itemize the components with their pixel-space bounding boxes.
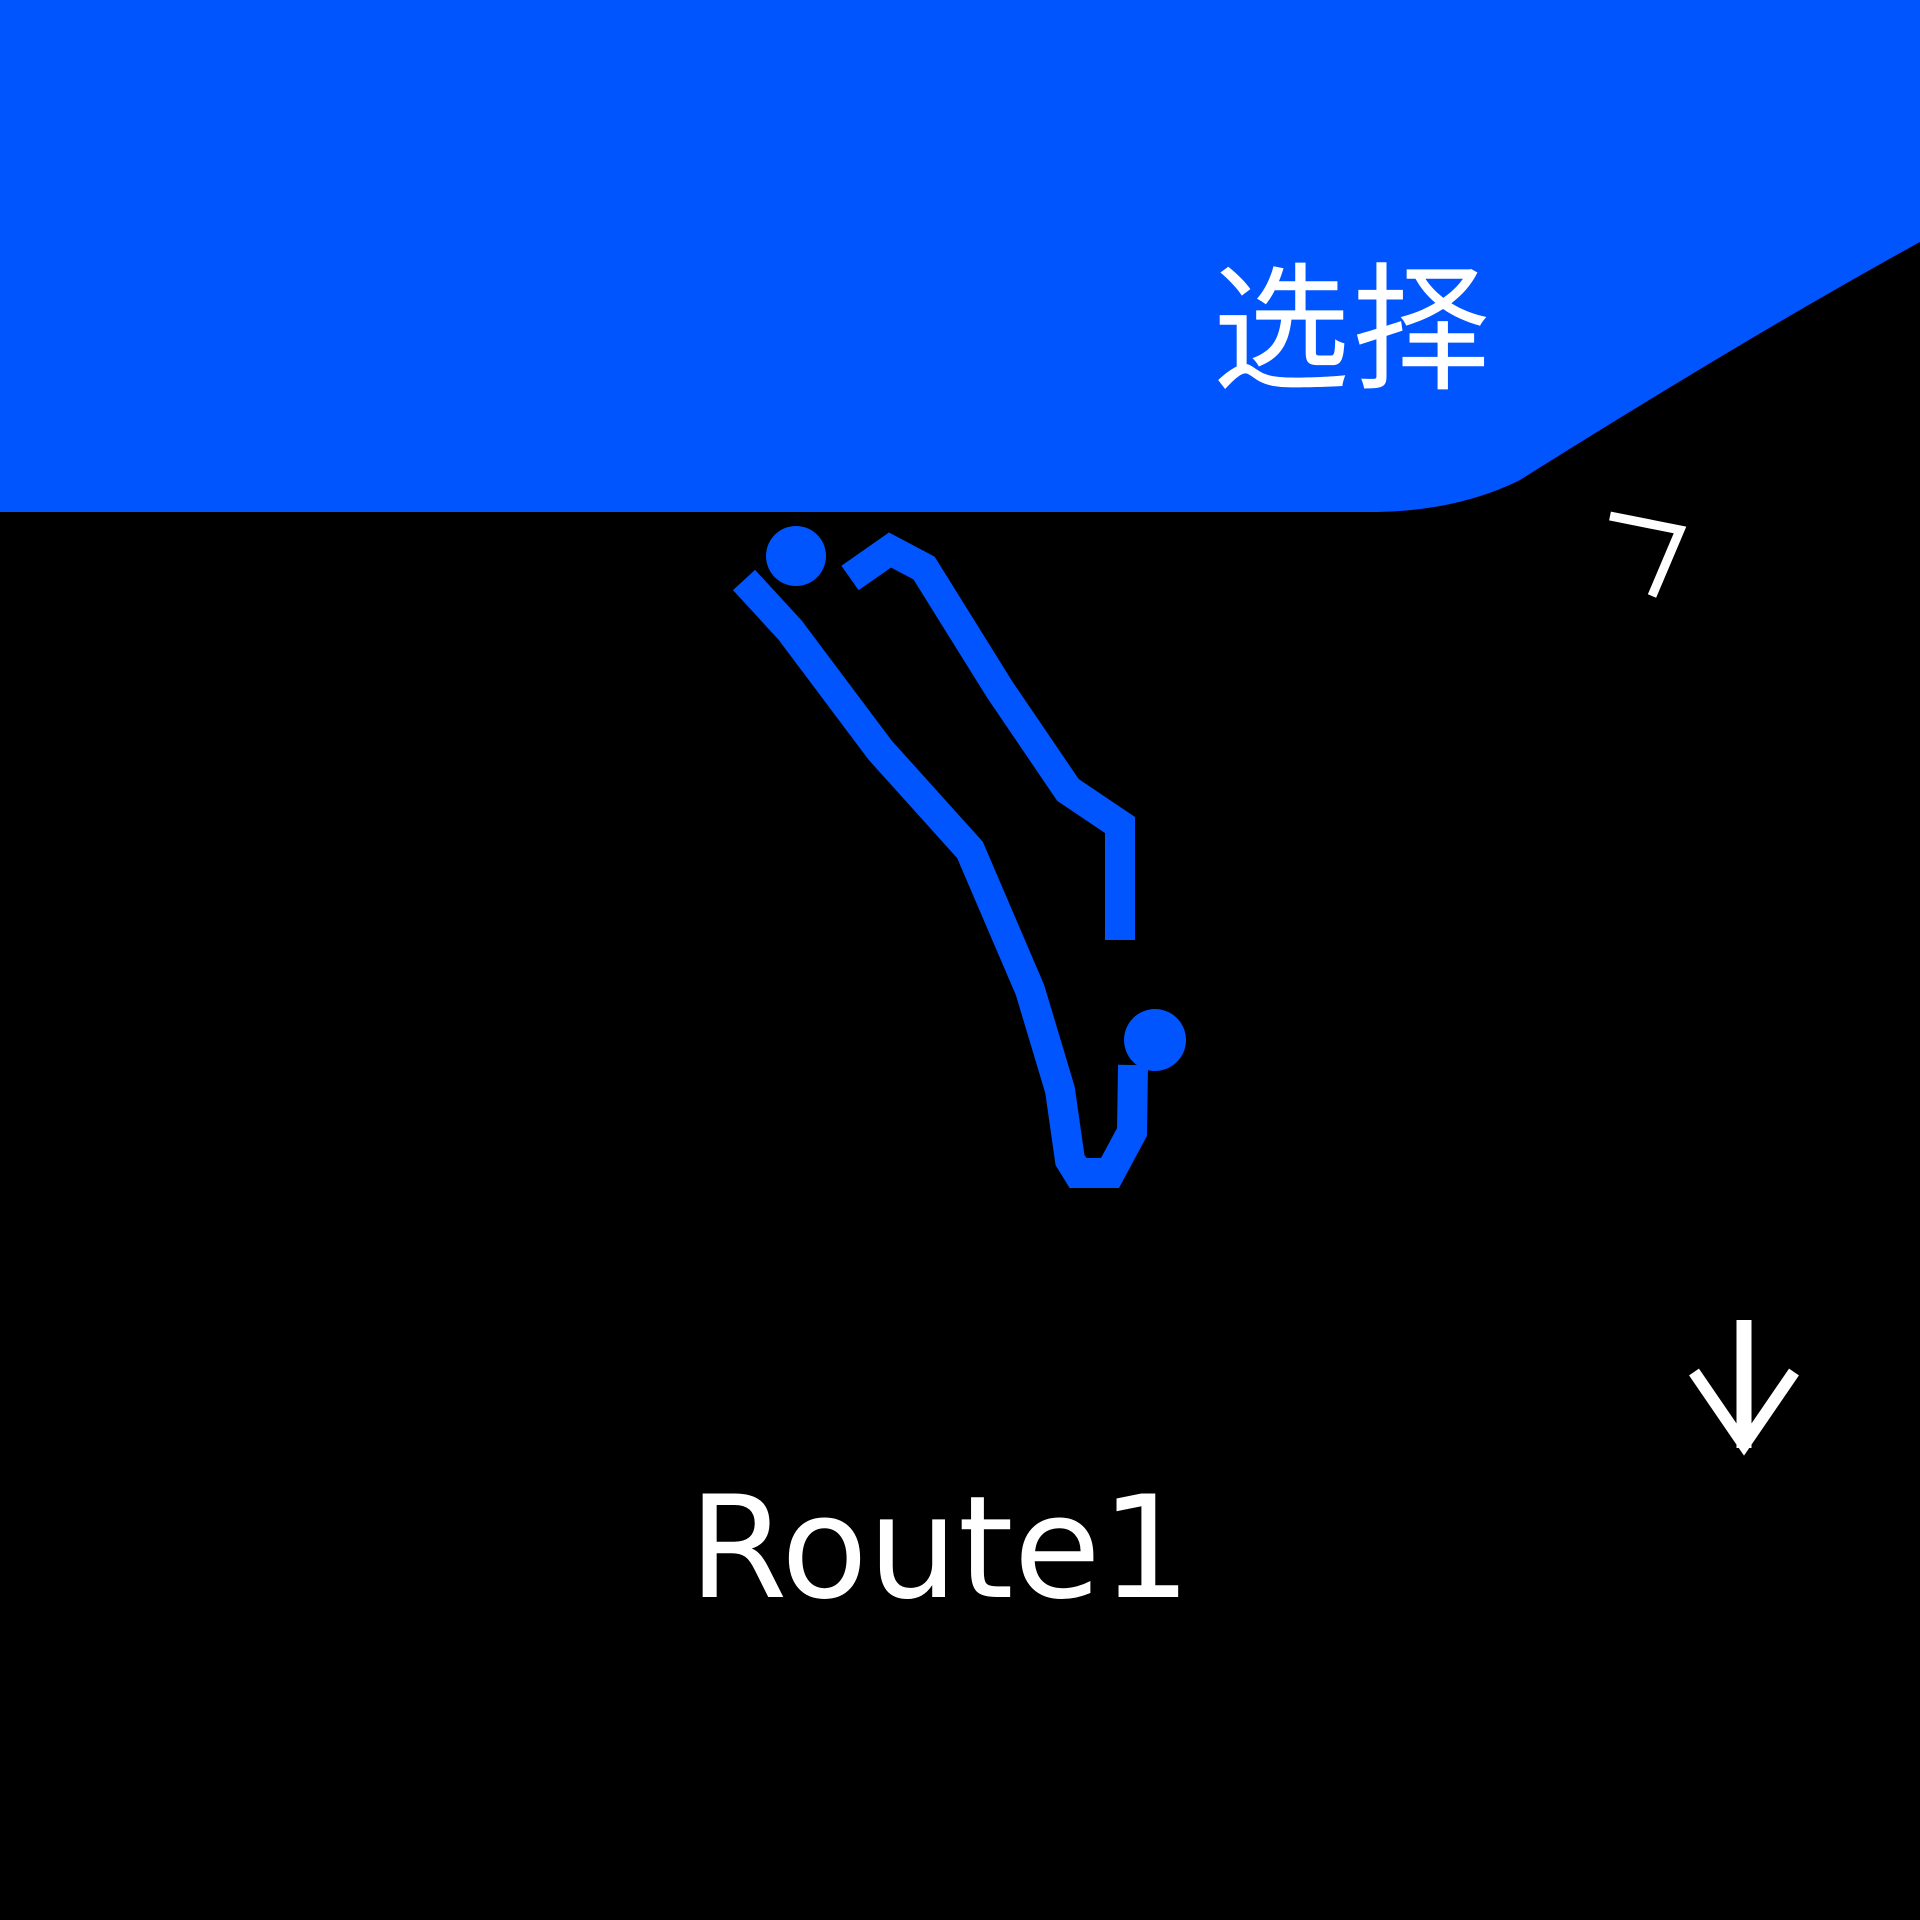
- route-map-preview: [732, 526, 1186, 1188]
- select-header-background[interactable]: [0, 0, 1920, 520]
- route-end-marker: [1124, 1009, 1186, 1071]
- select-button-label: 选择: [1212, 250, 1493, 411]
- arrow-down-icon[interactable]: [1680, 1310, 1800, 1460]
- route-start-marker: [766, 526, 826, 586]
- route-name: Route1: [688, 1466, 1192, 1631]
- route-path: [732, 532, 1148, 1188]
- chevron-up-right-icon: [1609, 511, 1687, 598]
- select-button[interactable]: 选择: [1212, 262, 1492, 400]
